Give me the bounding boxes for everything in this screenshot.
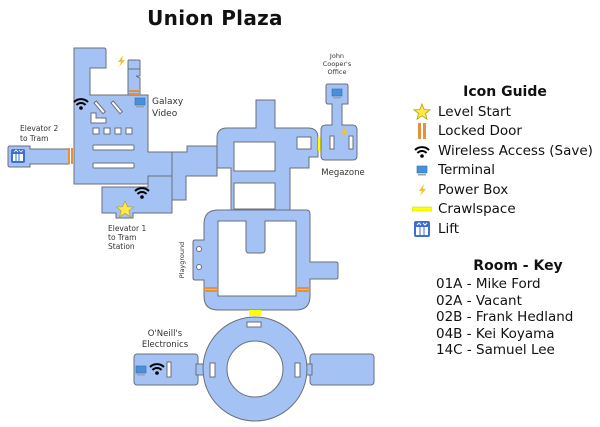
- playground-label: Playground: [178, 242, 186, 279]
- shelf: [92, 144, 135, 151]
- galaxy-video-label: Galaxy: [152, 97, 184, 107]
- elevator-2-area: Elevator 2 to Tram: [7, 124, 73, 168]
- elevator-1-area: Elevator 1 to Tram Station: [101, 175, 186, 251]
- room-key-title: Room - Key: [473, 258, 563, 274]
- corridor-link: [171, 145, 218, 201]
- block: [296, 136, 312, 150]
- legend-item-level-start: Level Start: [410, 102, 600, 122]
- locked-door[interactable]: [296, 287, 310, 289]
- elevator-1-label-3: Station: [108, 242, 135, 251]
- room-key-item: 04B - Kei Koyama: [436, 325, 555, 342]
- legend-item-crawlspace: Crawlspace: [410, 200, 600, 220]
- ring-opening: [294, 362, 301, 378]
- legend-label: Locked Door: [438, 123, 522, 140]
- legend-label: Power Box: [438, 181, 509, 198]
- legend-item-locked-door: Locked Door: [410, 122, 600, 142]
- display: [92, 127, 100, 135]
- play-marker: [196, 246, 202, 252]
- locked-door-icon: [410, 122, 434, 140]
- ring-area: O'Neill's Electronics: [133, 316, 375, 422]
- room-key: Room - Key 01A - Mike Ford 02A - Vacant …: [436, 258, 600, 359]
- room-key-item: 02B - Frank Hedland: [436, 309, 574, 325]
- map: Elevator 2 to Tram Elevator 1 to Tram St…: [7, 47, 375, 422]
- shelf: [348, 135, 354, 150]
- play-zone: [217, 220, 297, 297]
- legend-item-terminal: Terminal: [410, 161, 600, 181]
- galaxy-video-label-2: Video: [152, 109, 178, 119]
- east-room: [309, 353, 375, 386]
- legend-label: Terminal: [438, 162, 496, 179]
- display: [103, 127, 111, 135]
- locked-door[interactable]: [204, 287, 218, 289]
- terminal-icon[interactable]: [135, 365, 147, 376]
- wifi-icon: [410, 142, 434, 160]
- room-key-item: 02A - Vacant: [436, 292, 522, 309]
- ring-opening: [209, 362, 216, 378]
- elevator-1-label-2: to Tram: [108, 233, 136, 242]
- oneills-label: O'Neill's: [148, 329, 183, 339]
- play-marker: [196, 264, 202, 270]
- crawlspace[interactable]: [249, 310, 261, 316]
- shelf: [110, 100, 123, 115]
- legend-label: Lift: [438, 220, 460, 237]
- elevator-2-label: Elevator 2: [20, 124, 58, 133]
- legend-label: Wireless Access (Save): [438, 142, 593, 159]
- elevator-2-label-2: to Tram: [20, 134, 48, 143]
- display: [125, 127, 133, 135]
- power-box-icon: [410, 181, 434, 199]
- legend-item-power-box: Power Box: [410, 180, 600, 200]
- oneills-label-2: Electronics: [142, 340, 189, 350]
- shelf: [93, 100, 106, 115]
- block: [233, 141, 276, 172]
- john-cooper-label: John: [329, 52, 344, 60]
- room-key-item: 14C - Samuel Lee: [436, 342, 555, 358]
- legend-item-wireless: Wireless Access (Save): [410, 141, 600, 161]
- locked-door[interactable]: [129, 93, 140, 95]
- power-box-icon[interactable]: [118, 55, 125, 67]
- icon-guide: Icon Guide Level Start Locked Door Wirel…: [410, 84, 600, 239]
- legend-label: Level Start: [438, 103, 511, 120]
- locked-door[interactable]: [129, 90, 140, 92]
- ring-opening: [246, 321, 262, 328]
- megazone-area: John Cooper's Office Megazone: [320, 52, 365, 178]
- crawlspace-icon: [410, 200, 434, 218]
- locked-door[interactable]: [71, 148, 73, 164]
- playground-area: Playground: [178, 209, 339, 316]
- galaxy-video-area: [73, 47, 173, 185]
- terminal-icon: [410, 161, 434, 179]
- legend-label: Crawlspace: [438, 201, 516, 218]
- block: [233, 182, 276, 210]
- elevator-1-label: Elevator 1: [108, 224, 146, 233]
- megazone-label: Megazone: [321, 168, 364, 178]
- star-icon: [410, 102, 434, 121]
- locked-door[interactable]: [296, 290, 310, 292]
- lift-icon[interactable]: [11, 149, 25, 163]
- power-nook: [127, 59, 141, 70]
- display: [114, 127, 122, 135]
- room-key-item: 01A - Mike Ford: [436, 276, 541, 292]
- terminal-icon[interactable]: [331, 88, 343, 99]
- shelf: [166, 361, 172, 378]
- john-cooper-label-3: Office: [328, 68, 347, 76]
- map-title: Union Plaza: [147, 6, 283, 30]
- counter: [90, 112, 107, 124]
- shelf: [329, 135, 335, 150]
- shelf: [92, 162, 135, 169]
- star-icon: [115, 200, 135, 218]
- lift-icon: [410, 220, 434, 238]
- central-hub: [171, 99, 321, 214]
- john-cooper-label-2: Cooper's: [323, 60, 352, 68]
- locked-door[interactable]: [204, 290, 218, 292]
- locked-door[interactable]: [68, 148, 70, 164]
- crawlspace[interactable]: [318, 137, 321, 151]
- terminal-icon[interactable]: [134, 97, 146, 108]
- legend-item-lift: Lift: [410, 219, 600, 239]
- icon-guide-title: Icon Guide: [463, 84, 547, 100]
- ring-center: [226, 340, 284, 398]
